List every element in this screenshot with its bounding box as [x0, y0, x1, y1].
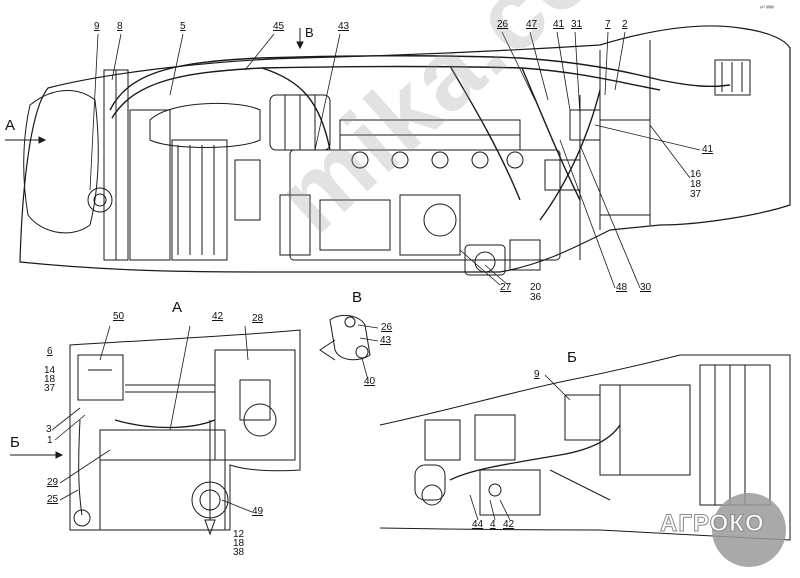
callout-a-29: 29: [47, 477, 59, 488]
view-v-arrow-label: В: [305, 25, 314, 40]
agroco-logo-text: АГРОКО: [660, 510, 765, 538]
callout-v-43: 43: [380, 335, 392, 346]
callout-27: 27: [500, 282, 512, 293]
front-cover: [23, 69, 228, 261]
callout-a-50: 50: [113, 311, 125, 322]
view-v-drawing: [319, 314, 379, 381]
callout-2: 2: [622, 19, 628, 30]
callout-b-9: 9: [534, 369, 540, 380]
callout-16: 16: [690, 169, 702, 180]
callout-20: 20: [530, 282, 542, 293]
callout-b-4: 4: [490, 519, 496, 530]
callout-a-18b: 18: [233, 538, 245, 549]
callout-a-18: 18: [44, 374, 56, 385]
callout-26: 26: [497, 19, 509, 30]
callout-a-14: 14: [44, 365, 56, 376]
callout-7: 7: [605, 19, 611, 30]
callout-9: 9: [94, 21, 100, 32]
callout-37: 37: [690, 189, 702, 200]
callout-a-28: 28: [252, 313, 264, 324]
view-a-drawing: [51, 325, 301, 536]
callout-b-44: 44: [472, 519, 484, 530]
callout-a-42: 42: [212, 311, 224, 322]
view-b-title: Б: [567, 349, 577, 366]
wiring-harness: [109, 55, 731, 221]
callout-43: 43: [338, 21, 350, 32]
agroco-logo-circle: [712, 493, 786, 567]
callout-41-right: 41: [702, 144, 714, 155]
view-arrows: [5, 28, 304, 459]
callout-a-38: 38: [233, 547, 245, 558]
callout-a-37: 37: [44, 383, 56, 394]
callout-b-42: 42: [503, 519, 515, 530]
view-b-drawing: [379, 354, 791, 541]
callout-v-26: 26: [381, 322, 393, 333]
callout-5: 5: [180, 21, 186, 32]
callout-30: 30: [640, 282, 652, 293]
view-a-arrow-label: А: [5, 117, 16, 134]
callout-47: 47: [526, 19, 538, 30]
callout-18: 18: [690, 179, 702, 190]
callout-a-49: 49: [252, 506, 264, 517]
engine-block: [234, 119, 581, 276]
callout-41: 41: [553, 19, 565, 30]
view-b-arrow-label: Б: [10, 434, 20, 451]
main-view-outline: [19, 25, 791, 273]
view-a-title: А: [172, 299, 183, 316]
cab-section: [569, 40, 751, 260]
callout-36: 36: [530, 292, 542, 303]
callout-a-1: 1: [47, 435, 53, 446]
callout-45: 45: [273, 21, 285, 32]
callout-v-40: 40: [364, 376, 376, 387]
leader-lines: [89, 31, 701, 289]
callout-a-6: 6: [47, 346, 53, 357]
callout-a-3: 3: [46, 424, 52, 435]
callout-a-25: 25: [47, 494, 59, 505]
callout-8: 8: [117, 21, 123, 32]
corner-mark: ⁿ⁰ ᵂᵂ: [760, 6, 774, 12]
callout-48: 48: [616, 282, 628, 293]
view-v-title: В: [352, 289, 363, 306]
callout-a-12: 12: [233, 529, 245, 540]
air-intake: [149, 94, 331, 151]
callout-31: 31: [571, 19, 583, 30]
